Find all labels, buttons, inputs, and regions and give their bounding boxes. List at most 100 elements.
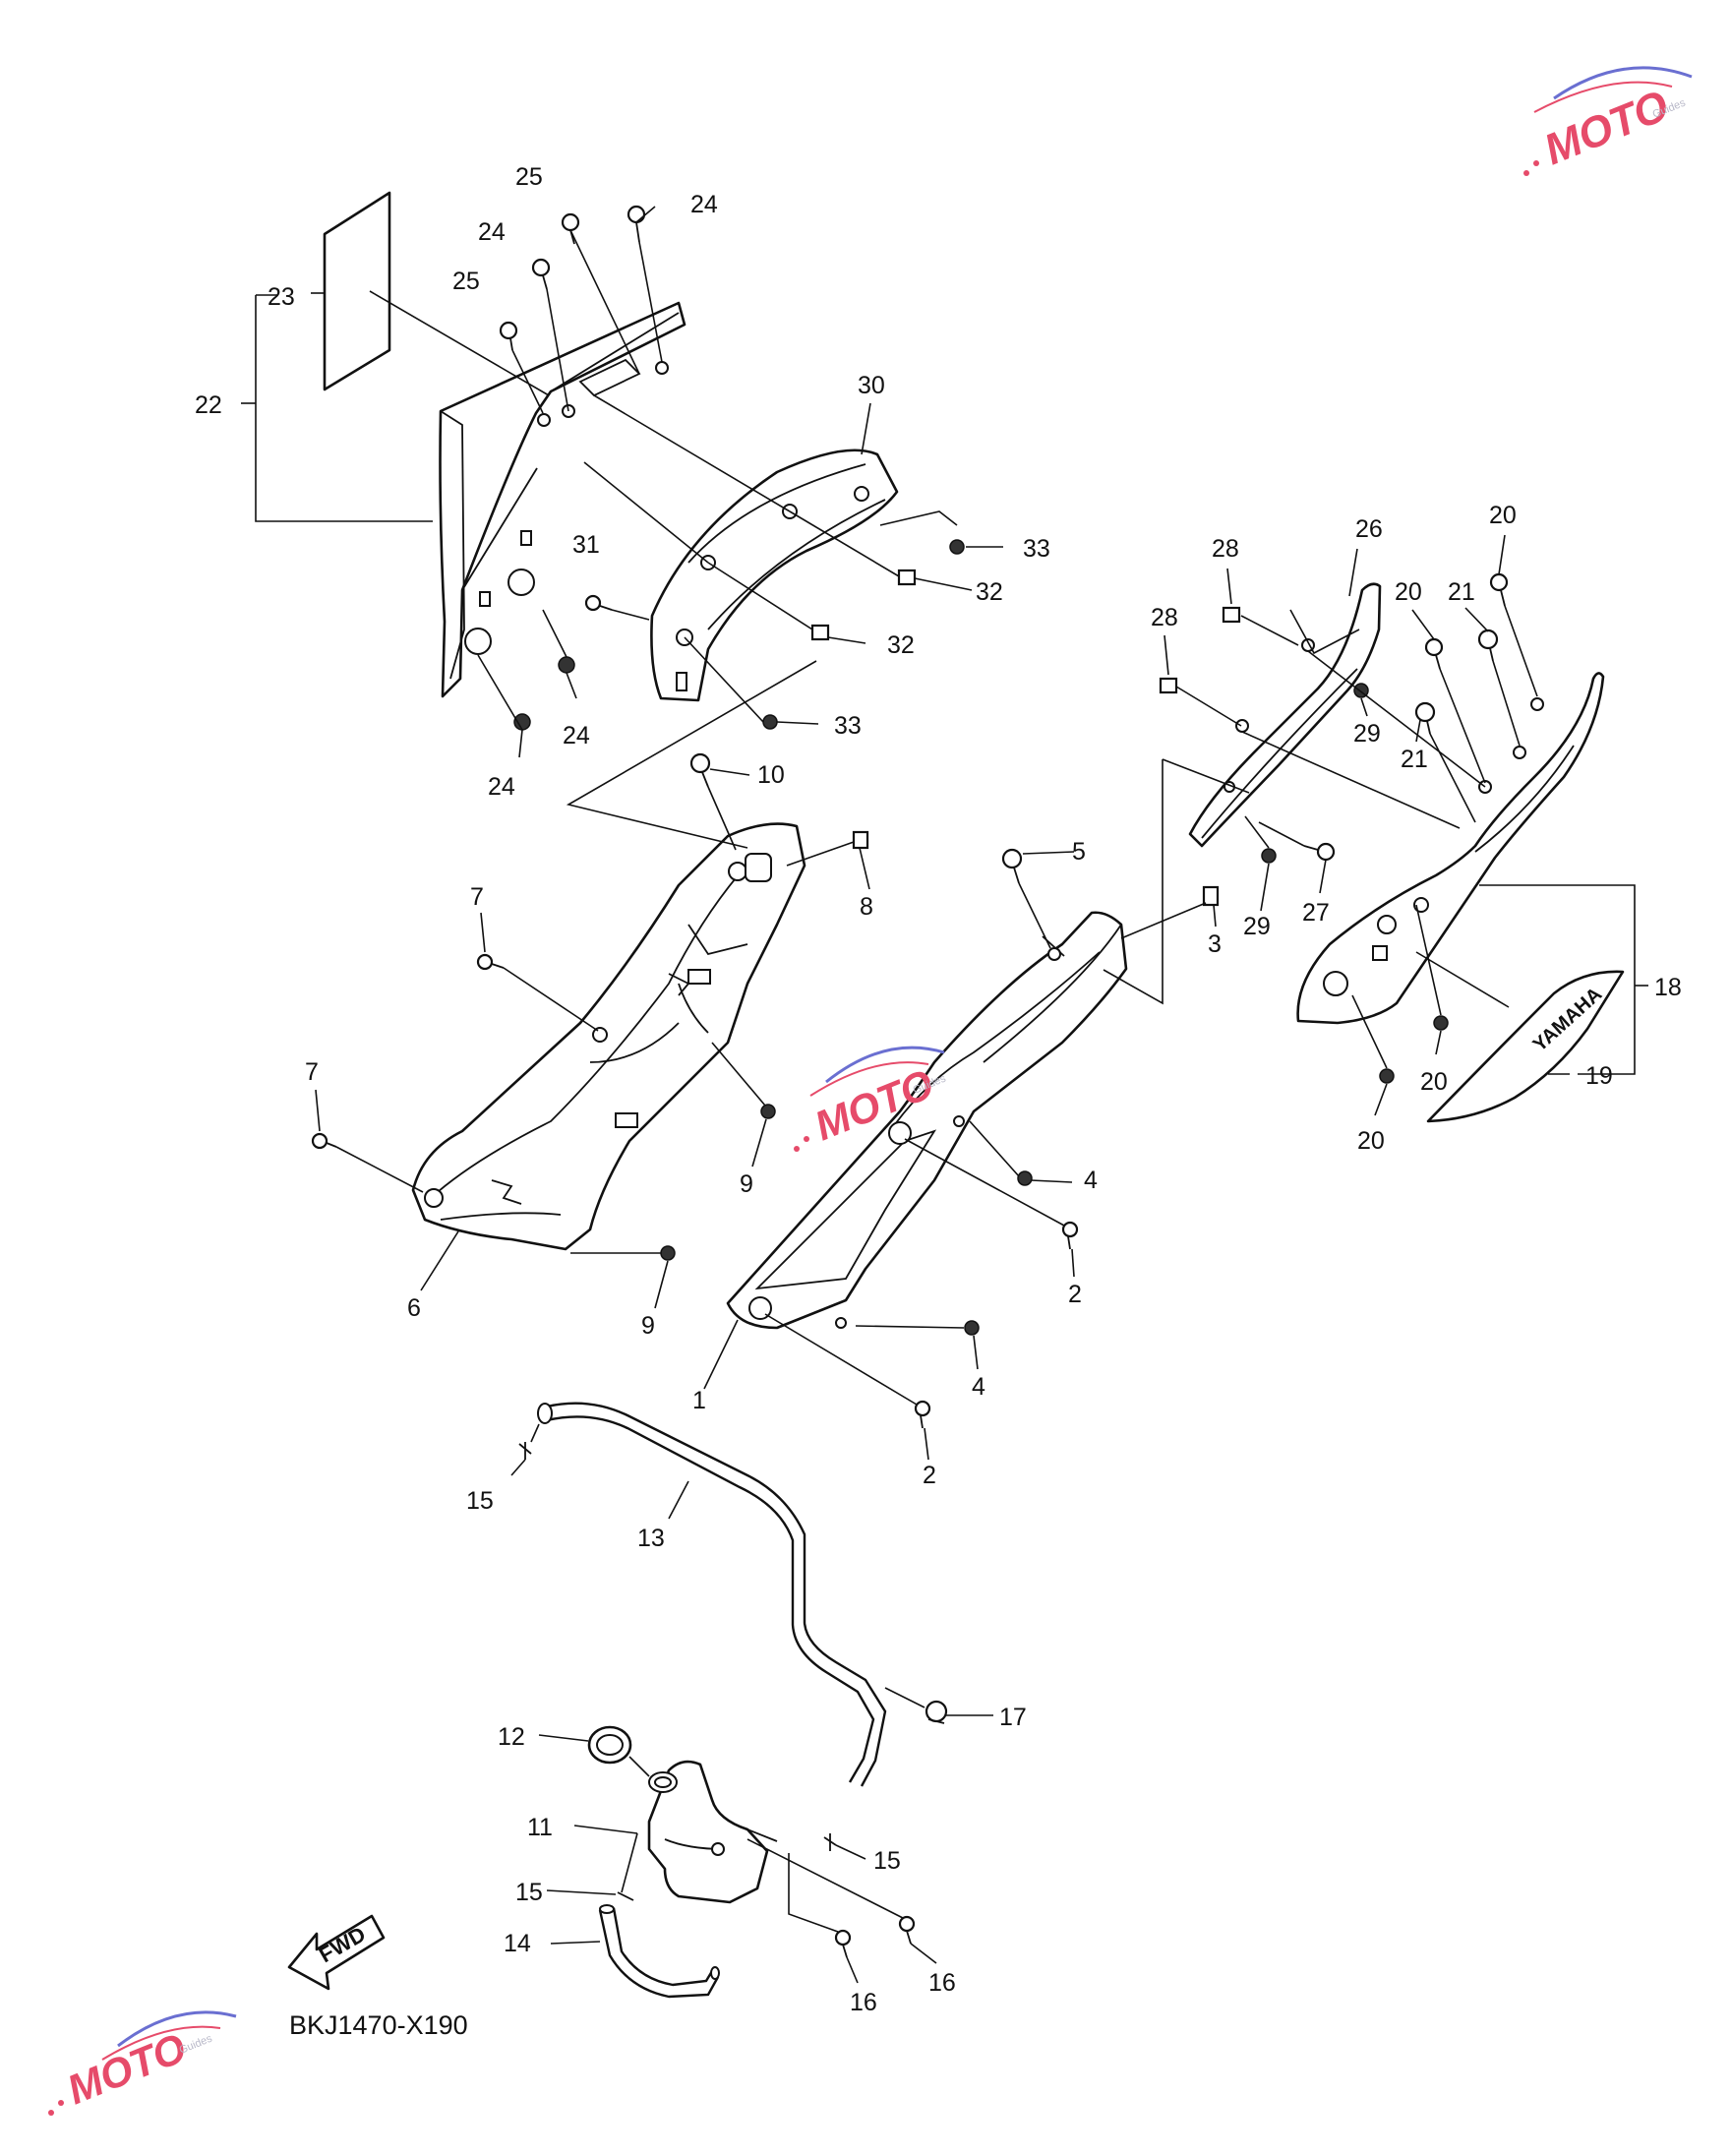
clip-nut-icon xyxy=(810,624,830,641)
watermark-logo-top-right: MOTO Guides xyxy=(1523,66,1693,176)
callout-label: 7 xyxy=(305,1058,319,1086)
watermark-small-text: Guides xyxy=(178,2032,214,2056)
callout-label: 16 xyxy=(850,1989,877,2016)
bolt-icon xyxy=(1424,637,1444,670)
watermark-logo-bottom-left: MOTO Guides xyxy=(48,2010,237,2116)
bolt-icon xyxy=(311,1132,337,1150)
side-cover-center xyxy=(726,911,1128,1330)
leader-lines xyxy=(241,206,1648,1984)
diagram-code: BKJ1470-X190 xyxy=(289,2010,468,2040)
inner-cover-upper xyxy=(650,449,899,702)
clip-icon xyxy=(823,1833,837,1851)
bolt-icon xyxy=(834,1929,852,1958)
callout-label: 20 xyxy=(1420,1068,1448,1096)
callout-label: 3 xyxy=(1208,930,1222,958)
clip-nut-icon xyxy=(1202,885,1220,907)
callout-label: 2 xyxy=(923,1462,936,1489)
callout-label: 19 xyxy=(1585,1062,1613,1090)
nut-icon xyxy=(964,1320,980,1336)
callout-label: 7 xyxy=(470,883,484,911)
callout-label: 27 xyxy=(1302,899,1330,927)
clip-icon xyxy=(518,1442,532,1460)
callout-label: 12 xyxy=(498,1723,525,1751)
callout-label: 21 xyxy=(1401,746,1428,773)
callout-label: 16 xyxy=(928,1969,956,1997)
callout-label: 20 xyxy=(1357,1127,1385,1155)
callout-label: 29 xyxy=(1353,720,1381,748)
stay-right xyxy=(1188,582,1382,848)
callout-label: 24 xyxy=(690,191,718,218)
callout-label: 32 xyxy=(887,631,915,659)
callout-label: 22 xyxy=(195,391,222,419)
nut-icon xyxy=(558,656,575,674)
clip-nut-icon xyxy=(1159,677,1178,694)
callout-label: 21 xyxy=(1448,578,1475,606)
callout-label: 15 xyxy=(873,1847,901,1875)
bolt-icon xyxy=(1477,629,1499,662)
callout-label: 30 xyxy=(858,372,885,399)
breather-hose xyxy=(537,1402,887,1787)
bolt-icon xyxy=(499,321,518,351)
fasteners xyxy=(311,205,1509,1958)
callout-label: 32 xyxy=(976,578,1003,606)
nut-icon xyxy=(949,539,965,555)
callout-label: 25 xyxy=(515,163,543,191)
bolt-icon xyxy=(627,205,646,243)
callout-label: 26 xyxy=(1355,515,1383,543)
callout-label: 20 xyxy=(1489,502,1517,529)
forward-direction-arrow: FWD xyxy=(287,1914,386,1991)
callout-labels: 1 2 2 3 4 4 5 6 7 7 8 9 9 10 11 12 13 14… xyxy=(195,163,1682,2016)
clip-nut-icon xyxy=(897,569,917,586)
nut-icon xyxy=(760,1104,776,1119)
bolt-icon xyxy=(1303,842,1336,862)
watermark-text: MOTO xyxy=(61,2024,193,2113)
callout-label: 4 xyxy=(972,1373,985,1401)
nut-icon xyxy=(1017,1170,1033,1186)
callout-label: 15 xyxy=(515,1879,543,1906)
callout-label: 11 xyxy=(527,1814,553,1841)
callout-label: 13 xyxy=(637,1525,665,1552)
callout-label: 29 xyxy=(1243,913,1271,940)
callout-label: 6 xyxy=(407,1294,421,1322)
clip-nut-icon xyxy=(852,830,869,850)
callout-label: 14 xyxy=(504,1930,531,1957)
callout-label: 28 xyxy=(1151,604,1178,631)
callout-label: 18 xyxy=(1654,974,1682,1001)
nut-icon xyxy=(1433,1015,1449,1031)
clip-icon xyxy=(617,1891,634,1901)
side-cover-left xyxy=(411,822,806,1251)
reservoir-tank xyxy=(647,1760,778,1904)
bolt-icon xyxy=(476,953,505,971)
drain-hose xyxy=(598,1904,720,1999)
callout-label: 28 xyxy=(1212,535,1239,563)
bolt-icon xyxy=(689,752,711,788)
nut-icon xyxy=(762,714,778,730)
clip-nut-icon xyxy=(1222,606,1241,624)
side-cover-upper-left xyxy=(323,191,686,698)
callout-label: 4 xyxy=(1084,1167,1098,1194)
callout-label: 33 xyxy=(834,712,862,740)
bolt-icon xyxy=(914,1400,931,1429)
callout-label: 20 xyxy=(1395,578,1422,606)
callout-label: 31 xyxy=(572,531,600,559)
bolt-icon xyxy=(531,258,551,290)
hose-clamp-icon xyxy=(925,1700,948,1724)
nut-icon xyxy=(1379,1068,1395,1084)
callout-label: 9 xyxy=(740,1170,753,1198)
bolt-icon xyxy=(1001,848,1023,884)
callout-label: 10 xyxy=(757,761,785,789)
callout-label: 33 xyxy=(1023,535,1050,563)
bolt-icon xyxy=(1489,572,1509,607)
callout-label: 15 xyxy=(466,1487,494,1515)
side-cover-right: YAMAHA xyxy=(1296,672,1625,1123)
nut-icon xyxy=(1261,848,1277,864)
callout-label: 2 xyxy=(1068,1281,1082,1308)
callout-label: 24 xyxy=(478,218,506,246)
bolt-icon xyxy=(561,212,580,245)
callout-label: 17 xyxy=(999,1704,1027,1731)
callout-label: 23 xyxy=(268,283,295,311)
nut-icon xyxy=(660,1245,676,1261)
callout-label: 9 xyxy=(641,1312,655,1340)
callout-label: 1 xyxy=(692,1387,706,1414)
